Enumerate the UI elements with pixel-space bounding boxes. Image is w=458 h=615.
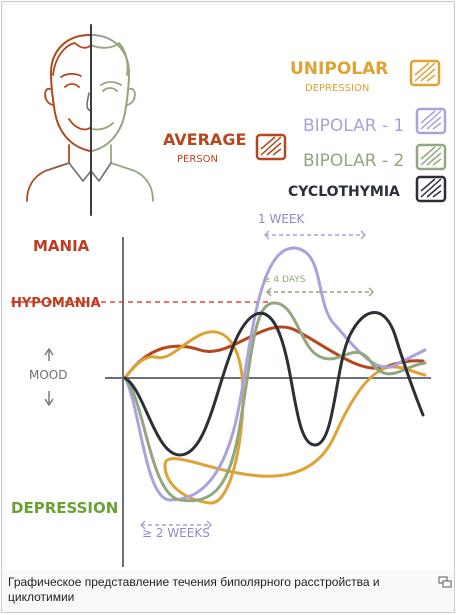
figure-image[interactable]: UNIPOLAR DEPRESSION BIPOLAR - 1 BIPOLAR … <box>5 5 453 570</box>
legend-unipolar-label: UNIPOLAR <box>290 59 388 79</box>
mood-chart-illustration: UNIPOLAR DEPRESSION BIPOLAR - 1 BIPOLAR … <box>11 24 447 567</box>
arrow-down-icon <box>44 398 54 407</box>
legend-unipolar-sublabel: DEPRESSION <box>305 83 369 94</box>
mood-curves <box>123 246 427 505</box>
mood-axis-label: MOOD <box>29 347 67 407</box>
legend-unipolar-hatch <box>414 62 436 82</box>
legend-average-swatch <box>255 133 287 161</box>
legend-cyclothymia-hatch <box>420 178 442 198</box>
person-face-illustration <box>26 24 154 216</box>
legend-bipolar1-hatch <box>420 110 442 130</box>
axis-label-depression: DEPRESSION <box>11 499 118 517</box>
enlarge-icon[interactable] <box>438 576 452 588</box>
curve-cyclothymia <box>123 311 425 457</box>
legend-bipolar2-label: BIPOLAR - 2 <box>303 151 404 171</box>
mood-label: MOOD <box>29 368 67 382</box>
axis-label-mania: MANIA <box>33 237 90 255</box>
legend-cyclothymia-swatch <box>415 175 447 203</box>
image-caption: Графическое представление течения биполя… <box>8 575 380 604</box>
legend-average-hatch <box>260 136 282 156</box>
curve-bipolar-2 <box>123 301 427 503</box>
annotation-two-weeks: ≥ 2 WEEKS <box>142 526 210 540</box>
curve-unipolar-depression <box>123 330 427 505</box>
legend-bipolar1-label: BIPOLAR - 1 <box>303 116 404 136</box>
chart-legend: UNIPOLAR DEPRESSION BIPOLAR - 1 BIPOLAR … <box>163 59 447 203</box>
annotation-four-days: ≥ 4 DAYS <box>263 275 306 285</box>
annotation-one-week: 1 WEEK <box>258 212 305 226</box>
duration-annotations: 1 WEEK ≥ 4 DAYS ≥ 2 WEEKS <box>140 212 374 540</box>
chart-axes <box>11 237 431 567</box>
legend-bipolar1-swatch <box>415 107 447 135</box>
curve-bipolar-1 <box>123 246 427 502</box>
legend-average-sublabel: PERSON <box>177 154 218 165</box>
legend-bipolar2-swatch <box>415 143 447 171</box>
legend-cyclothymia-label: CYCLOTHYMIA <box>288 184 400 200</box>
legend-bipolar2-hatch <box>420 146 442 166</box>
legend-average-label: AVERAGE <box>163 130 246 149</box>
arrow-up-icon <box>44 347 54 356</box>
axis-label-hypomania: HYPOMANIA <box>11 296 101 311</box>
legend-unipolar-swatch <box>409 59 441 87</box>
